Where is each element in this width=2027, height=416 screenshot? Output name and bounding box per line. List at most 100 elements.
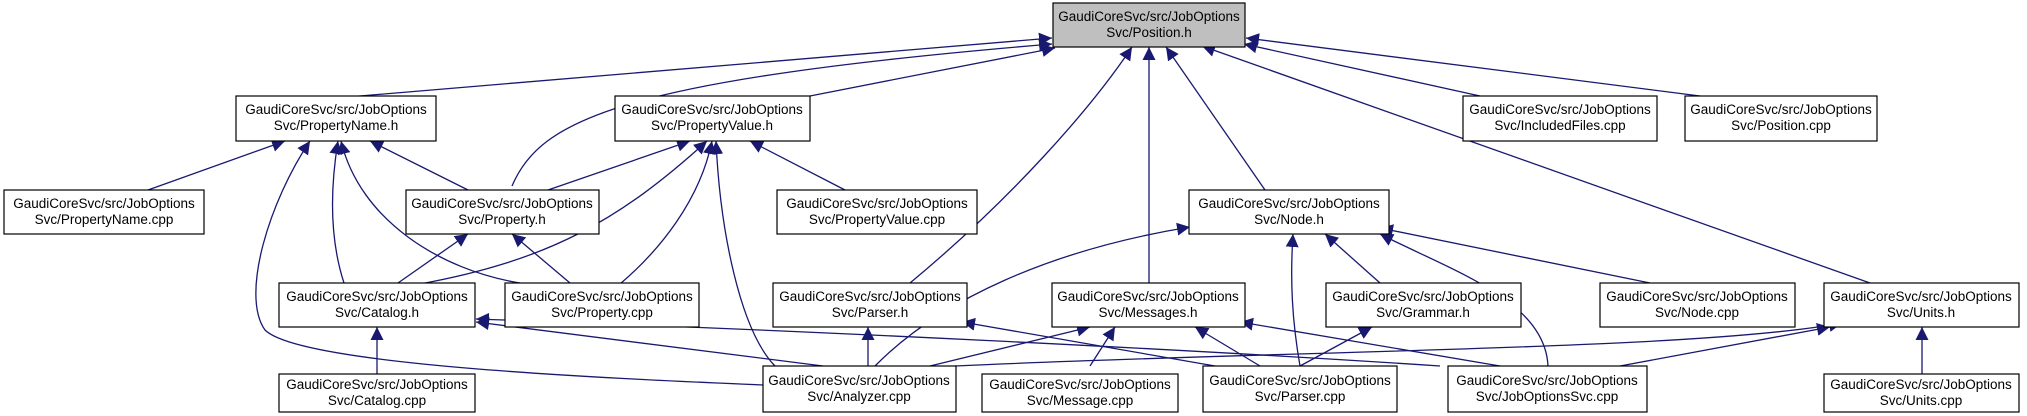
- node-catalog-cpp-line2: Svc/Catalog.cpp: [328, 393, 426, 408]
- edge-node_cpp-to-node_h: [1379, 224, 1651, 284]
- node-analyzer-cpp[interactable]: GaudiCoreSvc/src/JobOptions Svc/Analyzer…: [762, 365, 957, 413]
- node-units-cpp[interactable]: GaudiCoreSvc/src/JobOptions Svc/Units.cp…: [1823, 373, 2020, 413]
- node-message-cpp-line2: Svc/Message.cpp: [1027, 393, 1134, 408]
- node-position-cpp-line2: Svc/Position.cpp: [1731, 118, 1831, 133]
- edge-analyzer_cpp-to-node_h: [874, 222, 1191, 367]
- node-position-h-line1: GaudiCoreSvc/src/JobOptions: [1058, 9, 1240, 24]
- edge-joboptionssvc_cpp-to-units_h: [1619, 322, 1831, 367]
- node-catalog-cpp-line1: GaudiCoreSvc/src/JobOptions: [286, 377, 468, 392]
- node-parser-cpp[interactable]: GaudiCoreSvc/src/JobOptions Svc/Parser.c…: [1202, 365, 1398, 413]
- edge-property_cpp-to-property_h: [511, 233, 571, 284]
- edge-parser_cpp-to-node_h: [1285, 233, 1301, 367]
- edge-catalog_h-to-property_h: [397, 233, 469, 284]
- node-joboptionssvc-cpp[interactable]: GaudiCoreSvc/src/JobOptions Svc/JobOptio…: [1447, 365, 1648, 413]
- edge-includedfiles_cpp-to-position_h: [1243, 40, 1481, 97]
- edge-analyzer_cpp-to-messages_h: [929, 323, 1091, 367]
- edge-units_h-to-position_h: [1201, 44, 1871, 284]
- edge-joboptionssvc_cpp-to-messages_h: [1239, 317, 1501, 367]
- node-node-cpp-line1: GaudiCoreSvc/src/JobOptions: [1606, 289, 1788, 304]
- node-messages-h-line1: GaudiCoreSvc/src/JobOptions: [1057, 289, 1239, 304]
- node-propertyvalue-cpp-line1: GaudiCoreSvc/src/JobOptions: [786, 196, 968, 211]
- node-joboptionssvc-cpp-line2: Svc/JobOptionsSvc.cpp: [1476, 389, 1619, 404]
- edge-property_h-to-propertyname_h: [369, 140, 469, 191]
- edge-property_h-to-propertyvalue_h: [547, 139, 691, 191]
- node-node-cpp[interactable]: GaudiCoreSvc/src/JobOptions Svc/Node.cpp: [1599, 282, 1796, 328]
- node-units-cpp-line1: GaudiCoreSvc/src/JobOptions: [1830, 377, 2012, 392]
- node-catalog-h[interactable]: GaudiCoreSvc/src/JobOptions Svc/Catalog.…: [278, 282, 476, 328]
- node-node-h-line2: Svc/Node.h: [1254, 212, 1324, 227]
- node-propertyname-h-line1: GaudiCoreSvc/src/JobOptions: [245, 102, 427, 117]
- edge-position_cpp-to-position_h: [1245, 33, 1701, 97]
- node-propertyname-cpp-line2: Svc/PropertyName.cpp: [35, 212, 174, 227]
- node-position-h[interactable]: GaudiCoreSvc/src/JobOptions Svc/Position…: [1052, 2, 1246, 48]
- edge-node_h-to-position_h: [1165, 46, 1266, 191]
- node-position-h-line2: Svc/Position.h: [1106, 25, 1192, 40]
- node-node-cpp-line2: Svc/Node.cpp: [1655, 305, 1739, 320]
- node-message-cpp-line1: GaudiCoreSvc/src/JobOptions: [989, 377, 1171, 392]
- edge-grammar_h-to-node_h: [1324, 233, 1381, 284]
- node-message-cpp[interactable]: GaudiCoreSvc/src/JobOptions Svc/Message.…: [981, 373, 1179, 413]
- node-grammar-h-line2: Svc/Grammar.h: [1376, 305, 1470, 320]
- node-grammar-h-line1: GaudiCoreSvc/src/JobOptions: [1332, 289, 1514, 304]
- node-catalog-cpp[interactable]: GaudiCoreSvc/src/JobOptions Svc/Catalog.…: [278, 373, 476, 413]
- node-propertyvalue-h-line1: GaudiCoreSvc/src/JobOptions: [621, 102, 803, 117]
- node-messages-h[interactable]: GaudiCoreSvc/src/JobOptions Svc/Messages…: [1051, 282, 1246, 328]
- node-property-h[interactable]: GaudiCoreSvc/src/JobOptions Svc/Property…: [405, 189, 600, 235]
- edge-propertyname_h-to-position_h: [335, 32, 1053, 99]
- node-node-h[interactable]: GaudiCoreSvc/src/JobOptions Svc/Node.h: [1188, 189, 1390, 235]
- edge-propertyname_cpp-to-propertyname_h: [147, 139, 286, 191]
- edge-analyzer_cpp-to-units_h: [954, 319, 1843, 367]
- node-units-h[interactable]: GaudiCoreSvc/src/JobOptions Svc/Units.h: [1823, 282, 2020, 328]
- edge-parser_h-to-position_h: [909, 46, 1133, 284]
- node-propertyname-cpp[interactable]: GaudiCoreSvc/src/JobOptions Svc/Property…: [3, 189, 205, 235]
- node-propertyvalue-h-line2: Svc/PropertyValue.h: [651, 118, 773, 133]
- node-messages-h-line2: Svc/Messages.h: [1098, 305, 1197, 320]
- edge-analyzer_cpp-to-catalog_h: [475, 317, 824, 367]
- node-parser-h-line1: GaudiCoreSvc/src/JobOptions: [779, 289, 961, 304]
- edge-property_cpp-to-propertyvalue_h: [619, 140, 716, 285]
- edge-message_cpp-to-messages_h: [1089, 326, 1116, 367]
- edge-parser_cpp-to-grammar_h: [1299, 326, 1373, 367]
- node-includedfiles-cpp[interactable]: GaudiCoreSvc/src/JobOptions Svc/Included…: [1462, 95, 1658, 142]
- node-propertyname-h-line2: Svc/PropertyName.h: [274, 118, 399, 133]
- node-propertyvalue-cpp-line2: Svc/PropertyValue.cpp: [809, 212, 945, 227]
- node-property-h-line2: Svc/Property.h: [458, 212, 546, 227]
- edge-analyzer_cpp-to-propertyname_h: [255, 140, 764, 386]
- node-propertyvalue-cpp[interactable]: GaudiCoreSvc/src/JobOptions Svc/Property…: [776, 189, 978, 235]
- edge-propertyvalue_cpp-to-propertyvalue_h: [749, 140, 846, 191]
- node-property-cpp[interactable]: GaudiCoreSvc/src/JobOptions Svc/Property…: [504, 282, 700, 328]
- node-property-cpp-line1: GaudiCoreSvc/src/JobOptions: [511, 289, 693, 304]
- node-joboptionssvc-cpp-line1: GaudiCoreSvc/src/JobOptions: [1456, 373, 1638, 388]
- node-units-h-line2: Svc/Units.h: [1887, 305, 1955, 320]
- node-property-h-line1: GaudiCoreSvc/src/JobOptions: [411, 196, 593, 211]
- edge-propertyvalue_h-to-position_h: [809, 44, 1056, 97]
- node-grammar-h[interactable]: GaudiCoreSvc/src/JobOptions Svc/Grammar.…: [1325, 282, 1522, 328]
- node-catalog-h-line1: GaudiCoreSvc/src/JobOptions: [286, 289, 468, 304]
- edge-parser_cpp-to-messages_h: [1194, 326, 1261, 367]
- edge-analyzer_cpp-to-propertyvalue_h: [710, 140, 776, 367]
- node-units-h-line1: GaudiCoreSvc/src/JobOptions: [1830, 289, 2012, 304]
- node-includedfiles-cpp-line2: Svc/IncludedFiles.cpp: [1494, 118, 1625, 133]
- edges: [147, 32, 1929, 386]
- node-propertyvalue-h[interactable]: GaudiCoreSvc/src/JobOptions Svc/Property…: [614, 95, 811, 142]
- nodes: GaudiCoreSvc/src/JobOptions Svc/Position…: [3, 2, 2020, 413]
- node-parser-cpp-line1: GaudiCoreSvc/src/JobOptions: [1209, 373, 1391, 388]
- node-analyzer-cpp-line1: GaudiCoreSvc/src/JobOptions: [768, 373, 950, 388]
- node-position-cpp[interactable]: GaudiCoreSvc/src/JobOptions Svc/Position…: [1684, 95, 1878, 142]
- node-catalog-h-line2: Svc/Catalog.h: [335, 305, 419, 320]
- node-propertyname-h[interactable]: GaudiCoreSvc/src/JobOptions Svc/Property…: [235, 95, 437, 142]
- node-propertyname-cpp-line1: GaudiCoreSvc/src/JobOptions: [13, 196, 195, 211]
- node-position-cpp-line1: GaudiCoreSvc/src/JobOptions: [1690, 102, 1872, 117]
- edge-catalog_h-to-propertyname_h: [329, 140, 345, 284]
- node-includedfiles-cpp-line1: GaudiCoreSvc/src/JobOptions: [1469, 102, 1651, 117]
- node-parser-cpp-line2: Svc/Parser.cpp: [1255, 389, 1346, 404]
- node-analyzer-cpp-line2: Svc/Analyzer.cpp: [807, 389, 911, 404]
- node-parser-h-line2: Svc/Parser.h: [832, 305, 909, 320]
- node-units-cpp-line2: Svc/Units.cpp: [1880, 393, 1963, 408]
- node-property-cpp-line2: Svc/Property.cpp: [551, 305, 653, 320]
- node-parser-h[interactable]: GaudiCoreSvc/src/JobOptions Svc/Parser.h: [772, 282, 968, 328]
- edge-parser_cpp-to-parser_h: [961, 317, 1216, 367]
- edge-property_cpp-to-propertyname_h: [337, 140, 521, 284]
- node-node-h-line1: GaudiCoreSvc/src/JobOptions: [1198, 196, 1380, 211]
